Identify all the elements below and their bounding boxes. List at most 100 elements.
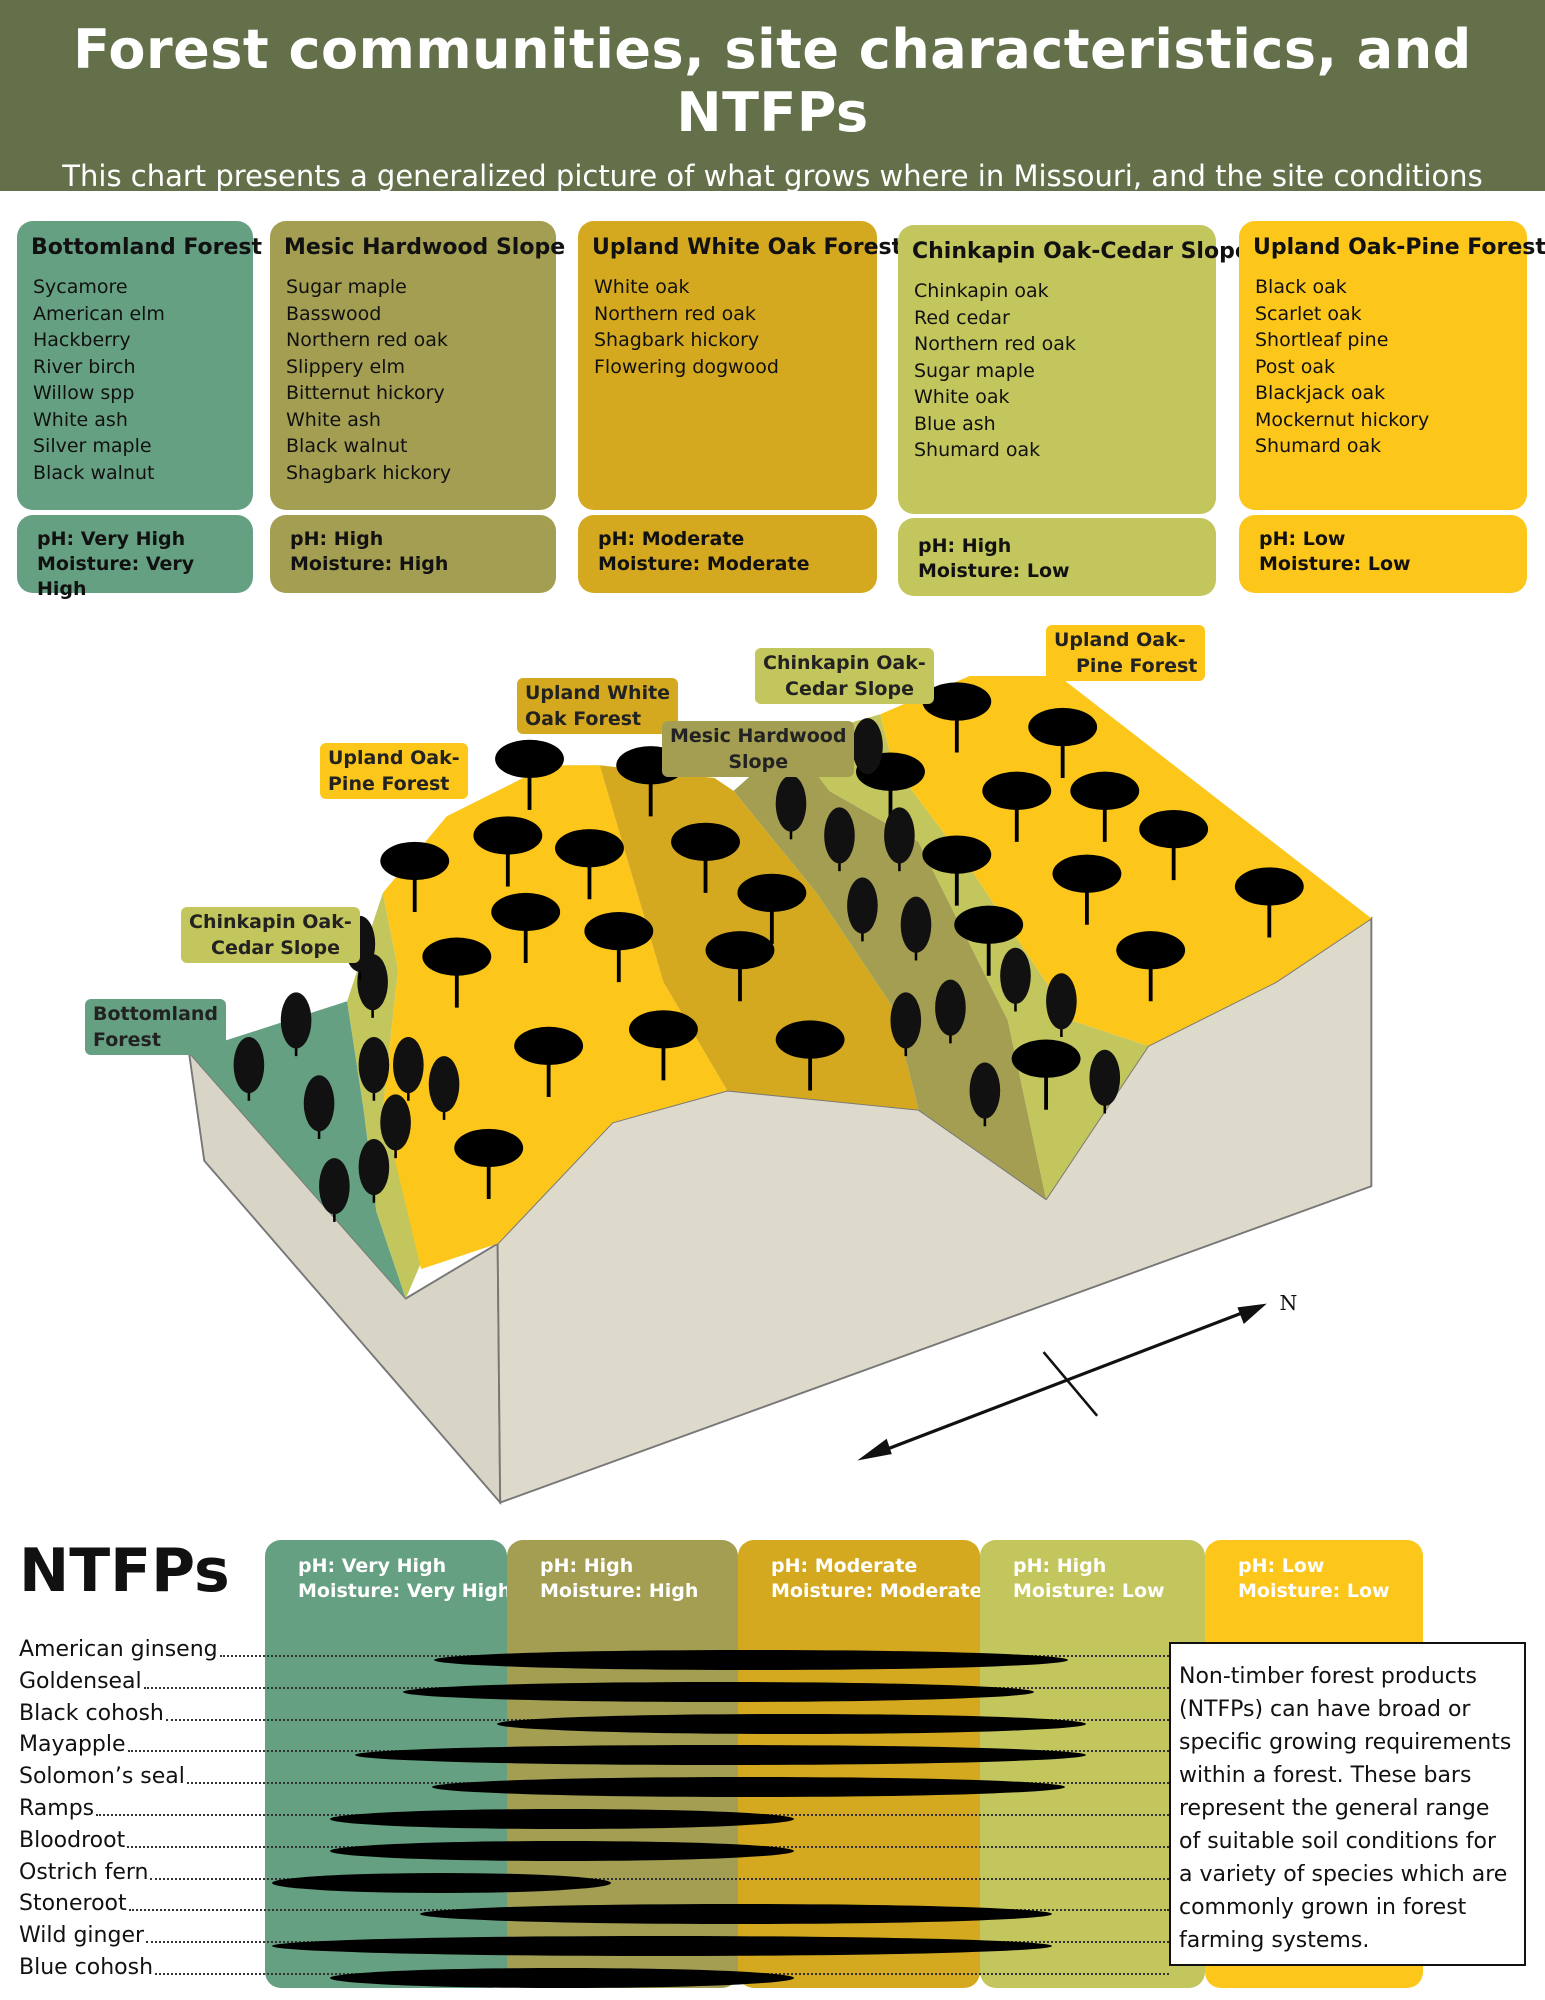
ntfp-note: Non-timber forest products (NTFPs) can h… <box>1169 1642 1526 1966</box>
species-item: Red cedar <box>914 306 1010 329</box>
label-line: Chinkapin Oak- <box>763 652 926 674</box>
oak-tree-icon <box>1116 931 1186 1002</box>
ntfp-range-bar <box>330 1809 794 1829</box>
oak-tree-icon <box>495 739 564 810</box>
conifer-tree-icon <box>233 1036 265 1101</box>
conifer-tree-icon <box>393 1036 424 1101</box>
community-title: Bottomland Forest <box>31 235 263 260</box>
label-line: Forest <box>93 1029 161 1051</box>
conifer-tree-icon <box>969 1062 1001 1127</box>
species-item: Shumard oak <box>914 439 1041 461</box>
oak-tree-icon <box>671 822 740 893</box>
conifer-tree-icon <box>1089 1049 1121 1114</box>
species-item: White oak <box>594 276 690 298</box>
ntfp-species-label: Ramps <box>19 1796 95 1821</box>
ntfp-species-label: Goldenseal <box>19 1668 142 1694</box>
conifer-tree-icon <box>280 992 312 1057</box>
ntfp-species-label: Mayapple <box>19 1732 126 1758</box>
dotted-leader <box>150 1877 1169 1880</box>
conifer-tree-icon <box>1046 973 1077 1037</box>
oak-tree-icon <box>422 937 492 1008</box>
ntfp-species-label: Blue cohosh <box>19 1955 154 1980</box>
moisture-label: Moisture: Moderate <box>598 553 810 575</box>
species-item: Northern red oak <box>286 329 448 351</box>
compass-arrow: N <box>857 1291 1297 1461</box>
conifer-tree-icon <box>358 1139 390 1203</box>
conifer-tree-icon <box>884 807 915 872</box>
species-item: White oak <box>914 386 1010 408</box>
ntfp-range-bar <box>434 1650 1068 1670</box>
ph-label: pH: Moderate <box>598 528 745 550</box>
species-item: Northern red oak <box>914 333 1076 355</box>
community-title: Upland Oak-Pine Forest <box>1253 235 1545 260</box>
species-item: Chinkapin oak <box>914 280 1049 302</box>
ph-label: pH: Low <box>1238 1555 1325 1577</box>
species-item: Shagbark hickory <box>286 461 452 484</box>
ntfp-range-bar <box>402 1681 1034 1702</box>
oak-tree-icon <box>1011 1039 1081 1110</box>
species-item: Sugar maple <box>914 359 1035 382</box>
label-line: Bottomland <box>93 1003 219 1025</box>
ntfp-range-bar <box>330 1968 794 1988</box>
moisture-label: Moisture: High <box>540 1580 699 1602</box>
moisture-label: Moisture: High <box>290 553 449 575</box>
label-line: Upland Oak- <box>1054 629 1186 651</box>
label-line: Upland Oak- <box>328 747 460 769</box>
ph-label: pH: Moderate <box>771 1555 918 1577</box>
ph-label: pH: Very High <box>298 1555 447 1577</box>
species-item: Flowering dogwood <box>594 355 779 378</box>
species-item: American elm <box>33 302 165 325</box>
page-title: Forest communities, site characteristics… <box>73 18 1472 144</box>
ntfps-heading: NTFPs <box>19 1536 230 1606</box>
ntfp-range-bar <box>354 1745 1086 1766</box>
community-title: Chinkapin Oak-Cedar Slope <box>912 239 1250 264</box>
moisture-label: Moisture: Very High <box>298 1580 512 1602</box>
oak-tree-icon <box>629 1010 698 1081</box>
moisture-label: Moisture: Low <box>1238 1580 1390 1602</box>
oak-tree-icon <box>737 873 807 944</box>
oak-tree-icon <box>954 905 1024 976</box>
species-item: Slippery elm <box>286 355 406 378</box>
moisture-label: Moisture: Moderate <box>771 1580 983 1602</box>
zone-chinkapin-right <box>790 714 1149 1199</box>
conifer-tree-icon <box>935 979 966 1044</box>
oak-tree-icon <box>982 771 1052 842</box>
community-title: Mesic Hardwood Slope <box>284 235 566 260</box>
moisture-label: Moisture: Low <box>1013 1580 1165 1602</box>
species-item: Shumard oak <box>1255 435 1382 457</box>
species-item: Sycamore <box>33 276 128 298</box>
oak-tree-icon <box>1028 707 1098 779</box>
species-item: Black walnut <box>33 461 155 484</box>
ntfp-species-label: Stoneroot <box>19 1891 127 1917</box>
species-item: Silver maple <box>33 435 152 457</box>
conifer-tree-icon <box>303 1075 335 1140</box>
conifer-tree-icon <box>824 807 855 872</box>
species-item: Mockernut hickory <box>1255 408 1430 431</box>
species-item: Bitternut hickory <box>286 382 445 404</box>
oak-tree-icon <box>1234 867 1304 938</box>
ntfp-species-label: Black cohosh <box>19 1700 164 1726</box>
diagram-zone-label: Chinkapin Oak-Cedar Slope <box>181 907 360 963</box>
ntfp-range-bar <box>419 1904 1052 1925</box>
species-item: Blackjack oak <box>1255 382 1386 404</box>
oak-tree-icon <box>922 835 992 906</box>
conifer-tree-icon <box>775 775 807 840</box>
ntfp-species-label: Bloodroot <box>19 1827 126 1853</box>
oak-tree-icon <box>584 911 654 983</box>
diagram-zone-label: Upland Oak-Pine Forest <box>320 743 468 799</box>
species-item: Shagbark hickory <box>594 329 760 351</box>
ph-label: pH: High <box>290 528 384 550</box>
oak-tree-icon <box>705 931 775 1002</box>
ntfp-species-label: American ginseng <box>19 1637 218 1662</box>
ntfp-range-bar <box>431 1777 1066 1798</box>
moisture-label: Moisture: Low <box>1259 553 1411 575</box>
